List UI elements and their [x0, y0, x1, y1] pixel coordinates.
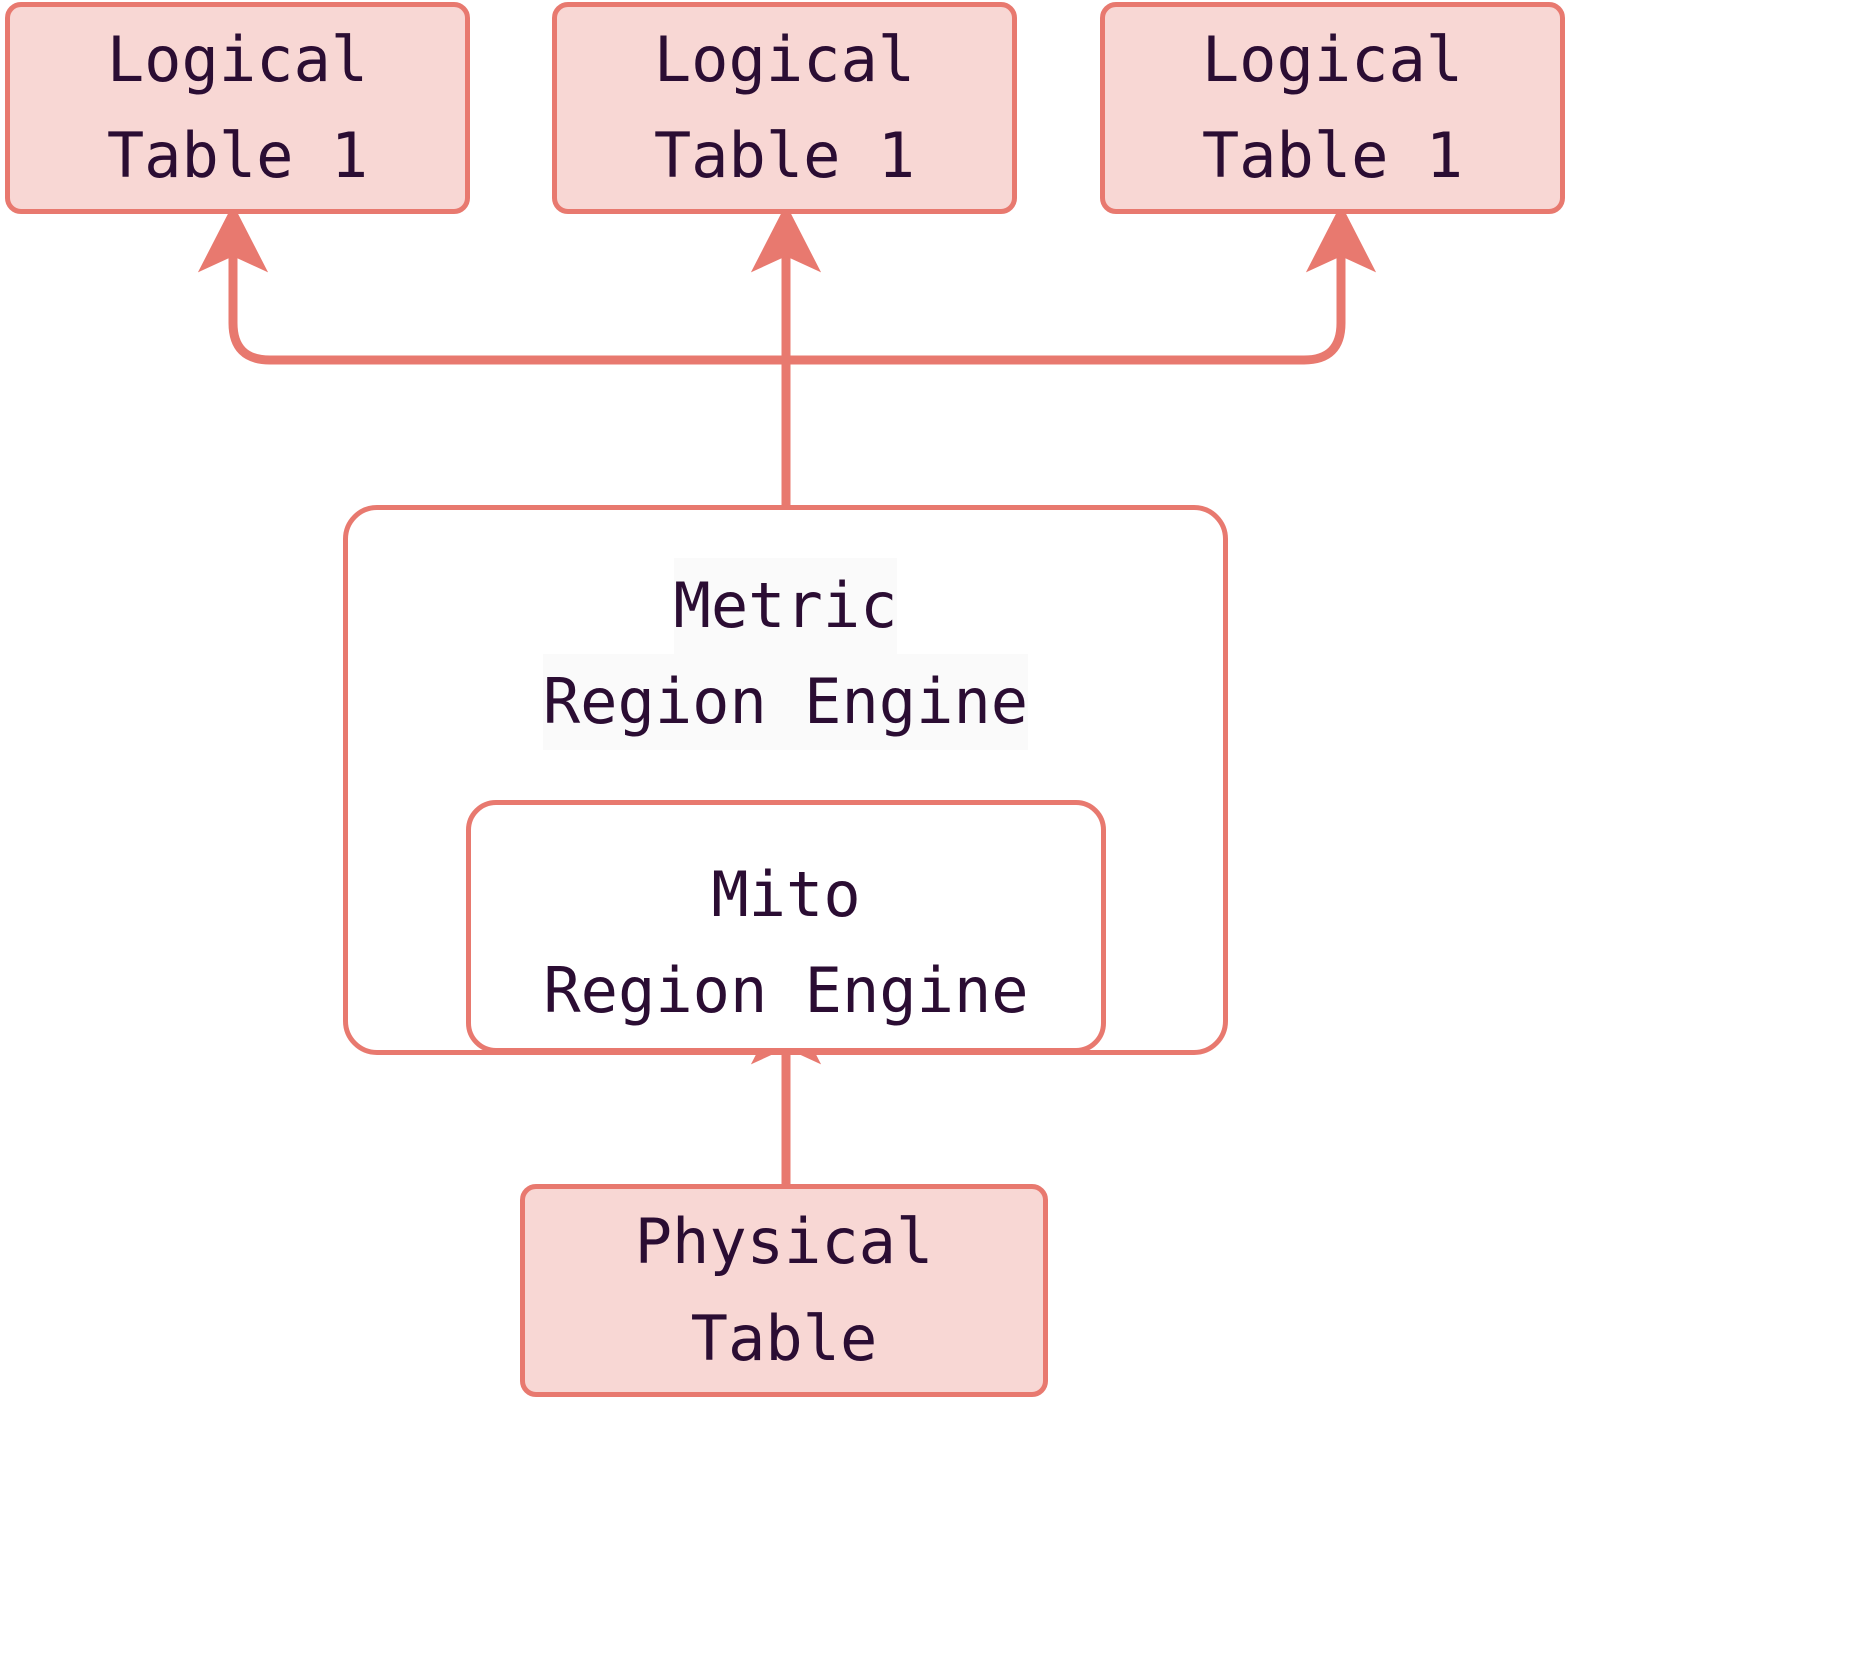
node-logical-table-1-line1: Logical: [106, 22, 369, 96]
node-mito-region-engine[interactable]: Mito Region Engine: [466, 800, 1106, 1053]
node-metric-region-engine[interactable]: Metric Region Engine: [343, 505, 1228, 1055]
node-logical-table-1[interactable]: Logical Table 1: [5, 2, 470, 214]
node-logical-table-3[interactable]: Logical Table 1: [1100, 2, 1565, 214]
edge-metric-to-logical-3: [786, 203, 1377, 365]
node-physical-table-line2: Table: [690, 1301, 878, 1375]
node-mito-region-engine-line2: Region Engine: [543, 954, 1029, 1028]
node-logical-table-2-line2: Table 1: [653, 119, 916, 192]
node-logical-table-3-line1: Logical: [1201, 22, 1464, 96]
node-physical-table-line1: Physical: [634, 1205, 934, 1279]
node-metric-region-engine-line2: Region Engine: [542, 654, 1029, 751]
node-logical-table-3-line2: Table 1: [1201, 119, 1464, 192]
node-logical-table-2-line1: Logical: [653, 22, 916, 96]
node-logical-table-1-line2: Table 1: [106, 119, 369, 192]
node-mito-region-engine-line1: Mito: [711, 858, 861, 931]
node-physical-table[interactable]: Physical Table: [520, 1184, 1048, 1397]
node-logical-table-2[interactable]: Logical Table 1: [552, 2, 1017, 214]
edge-metric-to-logical-1: [197, 203, 786, 365]
node-metric-region-engine-line1: Metric: [673, 558, 898, 655]
